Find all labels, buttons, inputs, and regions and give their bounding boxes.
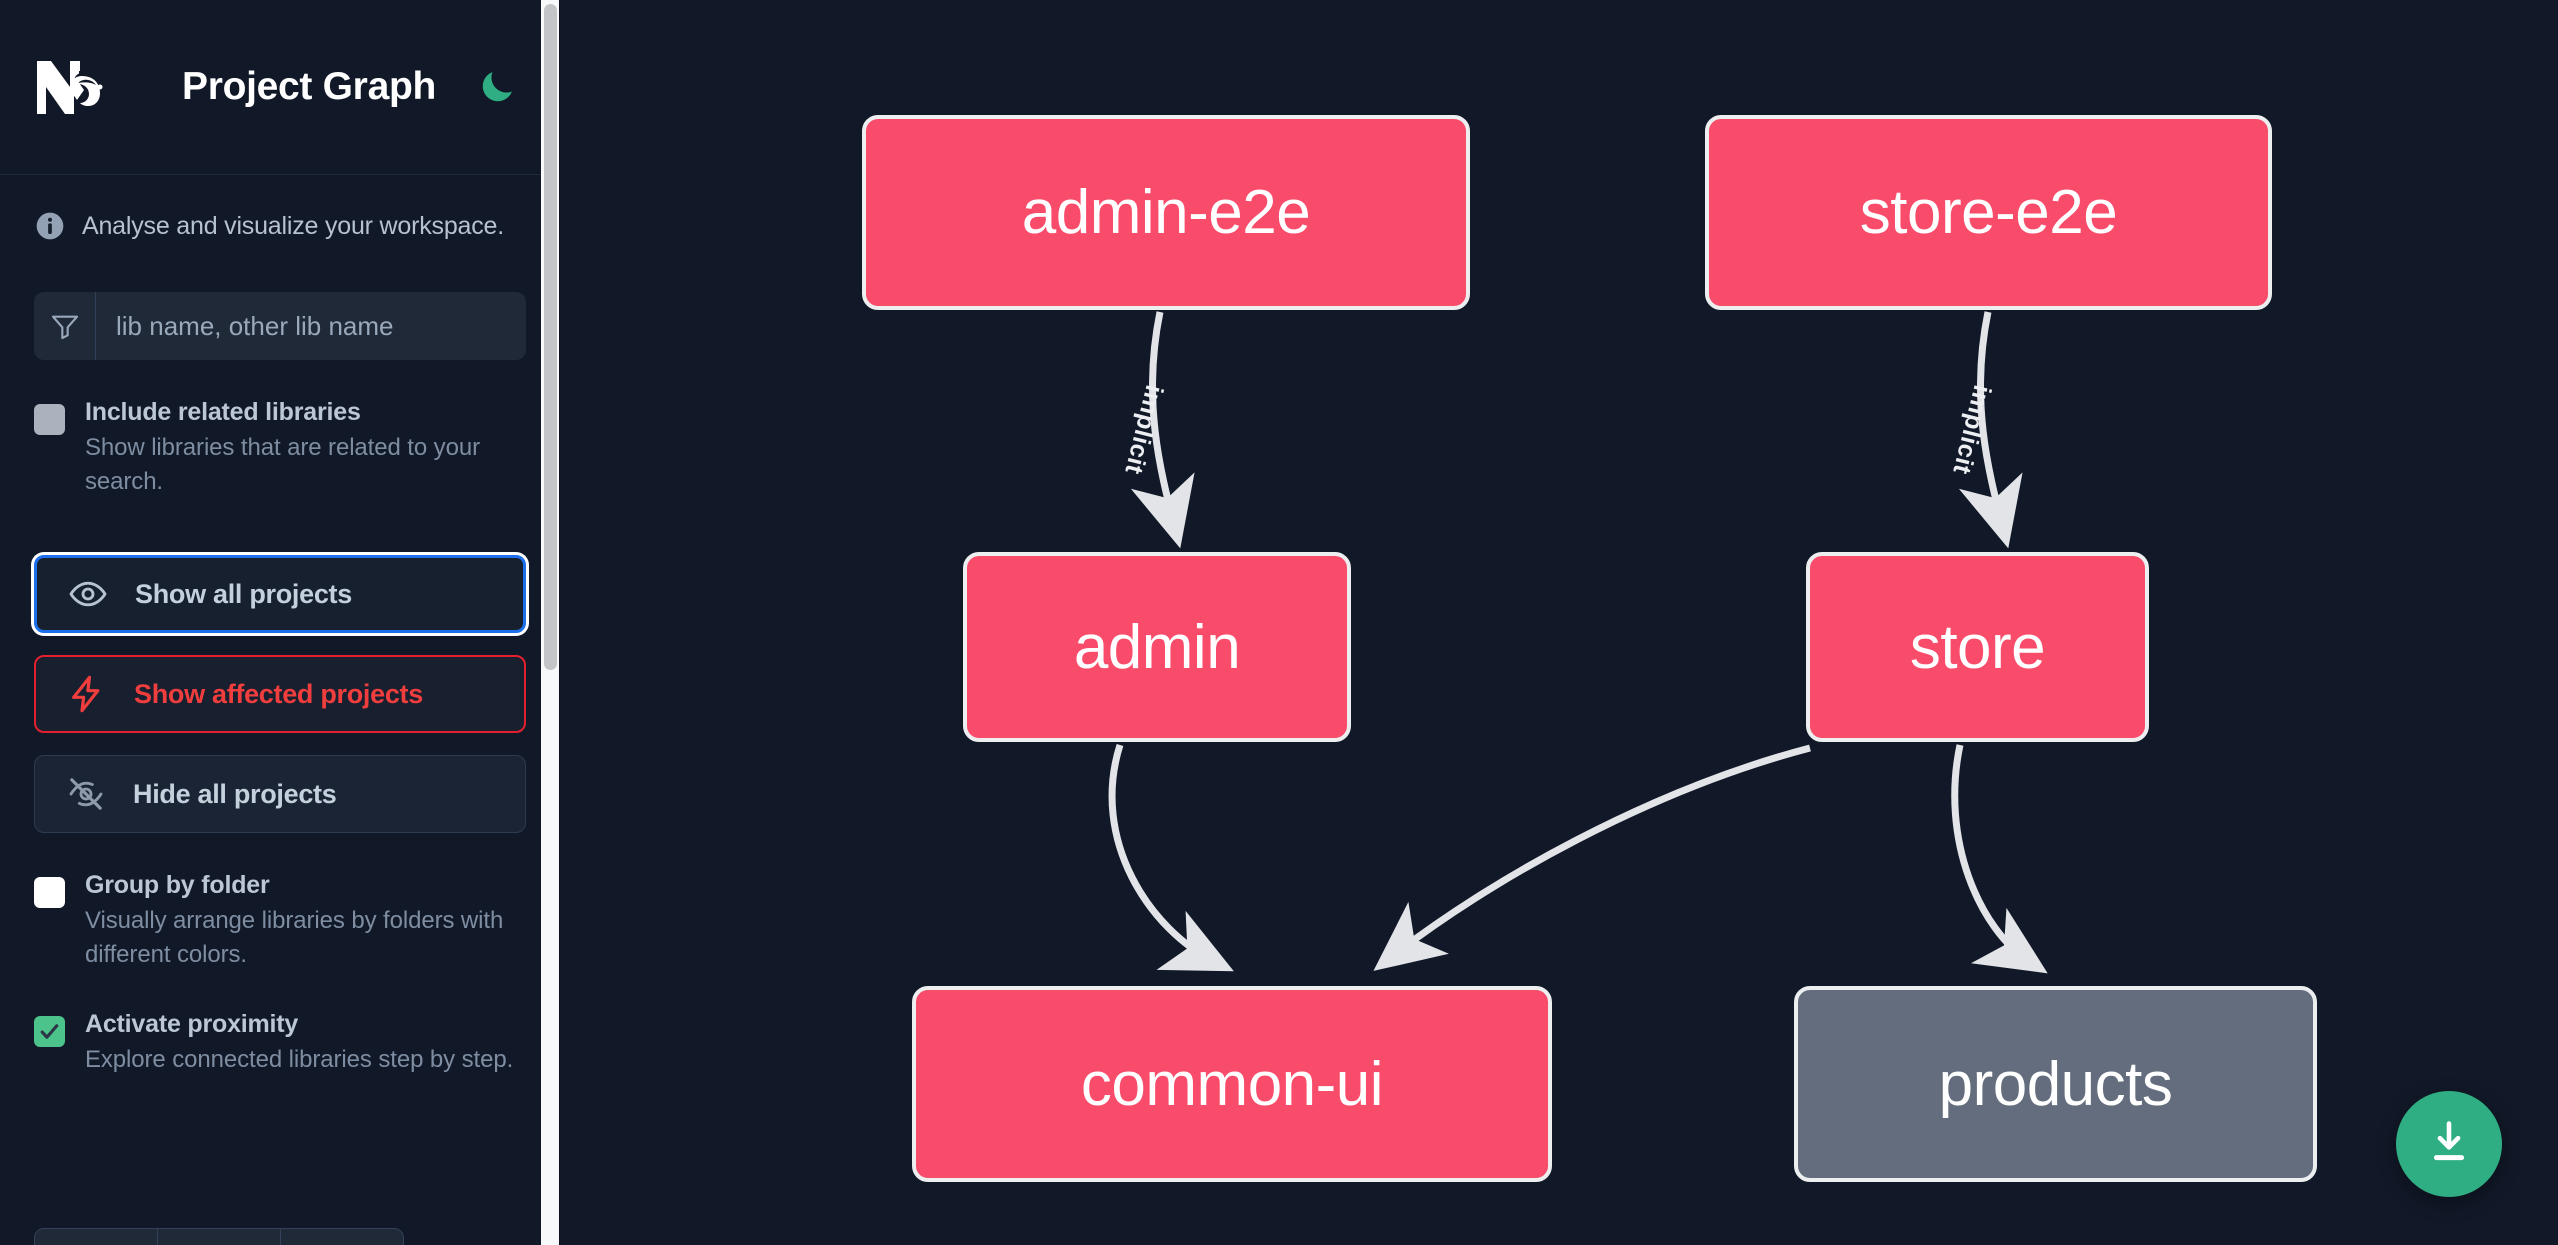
option-title: Include related libraries bbox=[85, 398, 361, 426]
search-field[interactable] bbox=[34, 292, 526, 360]
sidebar: Project Graph Analyse and visualize your… bbox=[0, 0, 560, 1245]
download-graph-button[interactable] bbox=[2396, 1091, 2502, 1197]
edge-admin-to-common-ui bbox=[1108, 743, 1234, 972]
stepper-segment[interactable] bbox=[281, 1229, 403, 1245]
download-icon bbox=[2423, 1116, 2475, 1173]
graph-node-admin[interactable]: admin bbox=[963, 552, 1351, 742]
option-include-related-libraries[interactable]: Include related libraries Show libraries… bbox=[34, 398, 526, 499]
checkbox-group-by-folder[interactable] bbox=[34, 877, 65, 909]
edge-store-e2e-to-store bbox=[1958, 311, 2023, 549]
option-desc: Explore connected libraries step by step… bbox=[85, 1046, 514, 1074]
node-label: products bbox=[1938, 1049, 2173, 1119]
button-label: Show affected projects bbox=[134, 678, 423, 709]
option-title: Group by folder bbox=[85, 871, 270, 900]
graph-node-admin-e2e[interactable]: admin-e2e bbox=[862, 115, 1470, 310]
graph-node-store[interactable]: store bbox=[1806, 552, 2149, 742]
graph-node-common-ui[interactable]: common-ui bbox=[912, 986, 1552, 1182]
show-all-projects-button[interactable]: Show all projects bbox=[34, 555, 526, 634]
workspace-info-text: Analyse and visualize your workspace. bbox=[82, 211, 504, 240]
show-affected-projects-button[interactable]: Show affected projects bbox=[34, 655, 526, 734]
page-title: Project Graph bbox=[182, 65, 436, 108]
node-label: store bbox=[1909, 612, 2046, 682]
graph-canvas[interactable]: admin-e2e store-e2e admin store common-u… bbox=[560, 0, 2558, 1245]
edge-store-to-products bbox=[1951, 744, 2048, 974]
graph-node-store-e2e[interactable]: store-e2e bbox=[1705, 115, 2272, 310]
graph-edges bbox=[1108, 311, 2048, 974]
option-activate-proximity[interactable]: Activate proximity Explore connected lib… bbox=[34, 1010, 526, 1077]
filter-funnel-icon bbox=[34, 292, 96, 360]
sidebar-divider bbox=[559, 0, 560, 1245]
option-desc: Visually arrange libraries by folders wi… bbox=[85, 907, 504, 969]
hide-all-projects-button[interactable]: Hide all projects bbox=[34, 755, 526, 834]
sidebar-scrollbar-thumb[interactable] bbox=[544, 4, 557, 670]
button-label: Hide all projects bbox=[133, 778, 337, 809]
node-label: admin-e2e bbox=[1021, 178, 1311, 247]
button-label: Show all projects bbox=[135, 578, 352, 609]
info-circle-icon bbox=[34, 210, 66, 242]
option-title: Activate proximity bbox=[85, 1010, 299, 1039]
graph-node-products[interactable]: products bbox=[1794, 986, 2317, 1182]
lightning-bolt-icon bbox=[66, 673, 108, 715]
moon-icon[interactable] bbox=[474, 64, 520, 110]
eye-off-icon bbox=[65, 773, 107, 815]
sidebar-body: Analyse and visualize your workspace. In… bbox=[0, 175, 560, 1077]
node-label: admin bbox=[1073, 612, 1241, 682]
stepper-segment[interactable] bbox=[158, 1229, 281, 1245]
visibility-button-group: Show all projects Show affected projects bbox=[34, 555, 526, 834]
node-label: common-ui bbox=[1080, 1049, 1384, 1119]
option-group-by-folder[interactable]: Group by folder Visually arrange librari… bbox=[34, 871, 526, 972]
proximity-stepper-partial[interactable] bbox=[34, 1228, 404, 1245]
node-label: store-e2e bbox=[1859, 178, 2118, 247]
option-desc: Show libraries that are related to your … bbox=[85, 434, 480, 496]
sidebar-scrollbar[interactable] bbox=[541, 0, 560, 1245]
sidebar-header: Project Graph bbox=[0, 0, 560, 175]
edge-admin-e2e-to-admin bbox=[1130, 311, 1195, 549]
checkbox-activate-proximity[interactable] bbox=[34, 1016, 65, 1048]
edge-store-to-common-ui bbox=[1373, 744, 1811, 971]
search-input[interactable] bbox=[96, 292, 526, 360]
nx-logo-icon bbox=[34, 56, 126, 118]
workspace-info: Analyse and visualize your workspace. bbox=[34, 175, 526, 242]
eye-icon bbox=[67, 573, 109, 615]
stepper-segment[interactable] bbox=[35, 1229, 158, 1245]
checkbox-include-related-libraries[interactable] bbox=[34, 404, 65, 435]
